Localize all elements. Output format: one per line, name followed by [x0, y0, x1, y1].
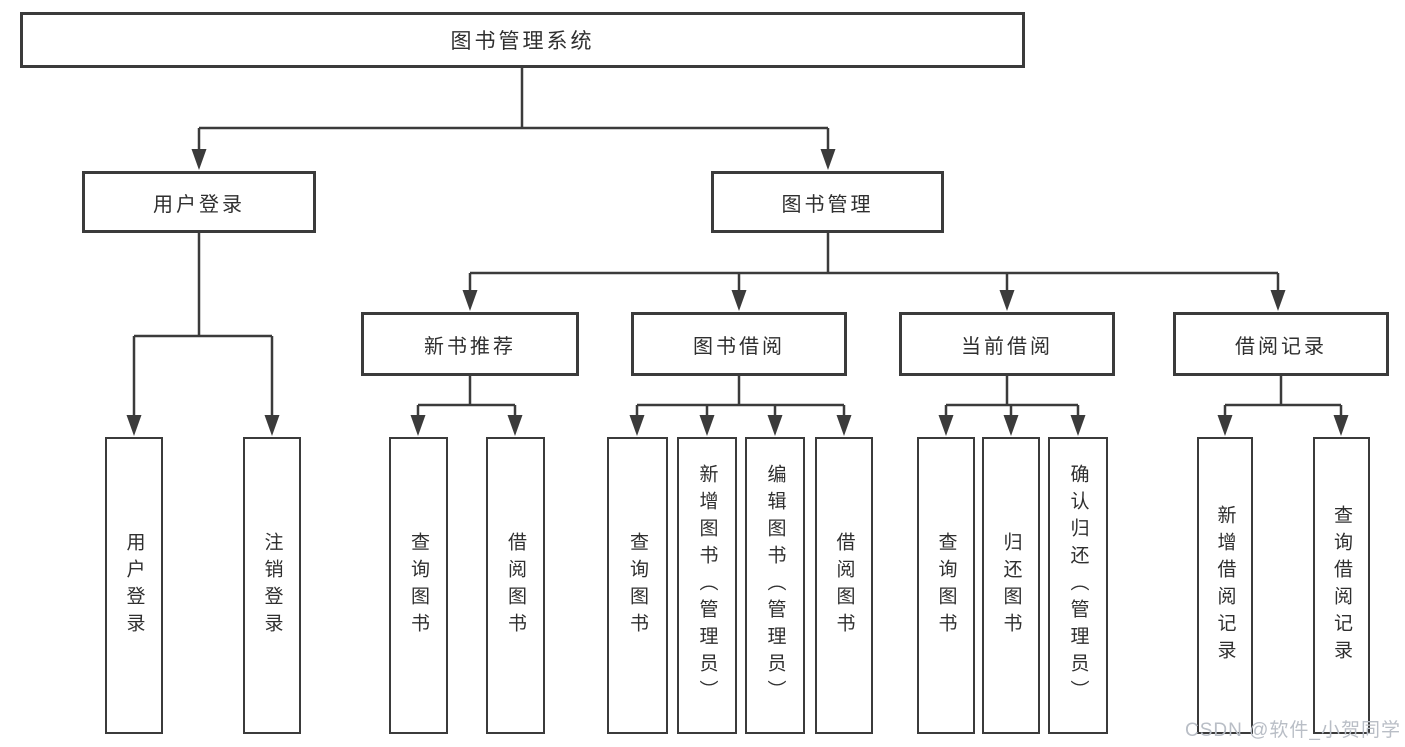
node-label: 当前借阅 [961, 335, 1053, 358]
node-label: 借阅图书 [505, 531, 526, 640]
node-label: 确认归还（管理员） [1067, 464, 1089, 707]
leaf-logout: 注销登录 [243, 437, 301, 734]
leaf-add-borrow-record: 新增借阅记录 [1197, 437, 1253, 734]
leaf-confirm-return-admin: 确认归还（管理员） [1048, 437, 1108, 734]
node-label: 查询图书 [408, 531, 429, 640]
node-label: 新增借阅记录 [1214, 504, 1236, 667]
leaf-query-borrow-record: 查询借阅记录 [1313, 437, 1370, 734]
node-new-book-recommend: 新书推荐 [361, 312, 579, 376]
node-label: 新书推荐 [424, 335, 516, 358]
node-label: 编辑图书（管理员） [764, 464, 786, 707]
leaf-add-books-admin: 新增图书（管理员） [677, 437, 737, 734]
leaf-borrow-books-1: 借阅图书 [486, 437, 545, 734]
node-label: 用户登录 [153, 193, 245, 216]
node-label: 图书管理系统 [450, 30, 595, 53]
leaf-borrow-books-2: 借阅图书 [815, 437, 873, 734]
node-label: 图书借阅 [693, 335, 785, 358]
node-label: 归还图书 [1000, 531, 1022, 640]
node-borrowing-records: 借阅记录 [1173, 312, 1389, 376]
node-label: 查询图书 [935, 531, 957, 640]
node-label: 新增图书（管理员） [696, 464, 718, 707]
node-label: 用户登录 [123, 531, 145, 640]
node-label: 注销登录 [261, 531, 283, 640]
leaf-user-login: 用户登录 [105, 437, 163, 734]
leaf-query-books-2: 查询图书 [607, 437, 668, 734]
node-user-login: 用户登录 [82, 171, 316, 233]
node-label: 查询图书 [627, 531, 648, 640]
node-label: 查询借阅记录 [1331, 504, 1352, 667]
node-label: 图书管理 [781, 193, 874, 216]
node-current-borrowing: 当前借阅 [899, 312, 1115, 376]
node-library-management-system: 图书管理系统 [20, 12, 1025, 68]
csdn-watermark: CSDN @软件_小贺同学 [1185, 720, 1401, 741]
node-label: 借阅图书 [833, 531, 855, 640]
node-label: 借阅记录 [1235, 335, 1327, 358]
node-book-borrowing: 图书借阅 [631, 312, 847, 376]
leaf-query-books-1: 查询图书 [389, 437, 448, 734]
leaf-edit-books-admin: 编辑图书（管理员） [745, 437, 805, 734]
leaf-query-books-3: 查询图书 [917, 437, 975, 734]
leaf-return-books: 归还图书 [982, 437, 1040, 734]
node-book-management: 图书管理 [711, 171, 944, 233]
